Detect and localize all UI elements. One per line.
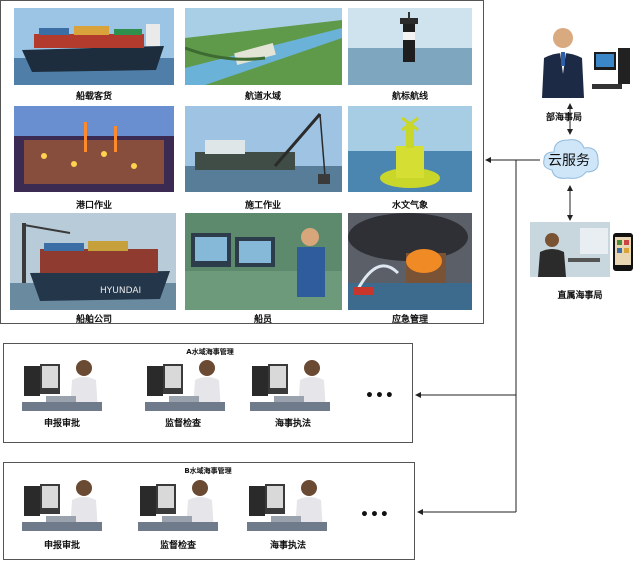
svg-text:HYUNDAI: HYUNDAI: [100, 286, 141, 296]
operator-headset-icon: [247, 476, 327, 531]
waterway-aerial-photo-icon: [185, 8, 342, 85]
businessman-computer-icon: [530, 22, 634, 98]
operator-headset-icon: [22, 356, 102, 411]
phone-device: [612, 232, 634, 272]
area-a-caption-3: 海事执法: [274, 419, 311, 429]
port-night-photo-icon: [14, 106, 174, 192]
caption-shipping-company: 船舶公司: [75, 315, 112, 325]
office-worker-photo-icon: [530, 222, 610, 277]
area-b-caption-2: 监督检查: [159, 541, 196, 551]
caption-port: 港口作业: [75, 201, 112, 211]
tile-navigation-mark: [348, 8, 472, 85]
dredging-barge-photo-icon: [185, 106, 342, 192]
direct-figure: [530, 222, 610, 277]
tile-hydrology: [348, 106, 472, 192]
caption-hydrology: 水文气象: [391, 201, 428, 211]
ministry-label: 部海事局: [545, 113, 582, 123]
caption-emergency: 应急管理: [391, 315, 428, 325]
tile-crew: [185, 213, 342, 310]
area-a-worker-1: [22, 356, 102, 411]
area-a-caption-2: 监督检查: [164, 419, 201, 429]
lighthouse-buoy-photo-icon: [348, 8, 472, 85]
area-b-title: B水域海事管理: [184, 467, 232, 475]
control-room-photo-icon: [185, 213, 342, 310]
direct-label: 直属海事局: [557, 291, 603, 301]
area-b-caption-1: 申报审批: [43, 541, 80, 551]
ministry-figure: [530, 22, 634, 98]
caption-crew: 船员: [253, 315, 272, 325]
operator-headset-icon: [22, 476, 102, 531]
operator-headset-icon: [138, 476, 218, 531]
tile-port-operation: [14, 106, 174, 192]
container-ship-photo-icon: [14, 8, 174, 85]
area-b-worker-3: [247, 476, 327, 531]
area-a-more: •••: [365, 388, 395, 404]
area-a-caption-1: 申报审批: [43, 419, 80, 429]
area-b-worker-2: [138, 476, 218, 531]
fire-rescue-photo-icon: [348, 213, 472, 310]
tile-waterway: [185, 8, 342, 85]
area-b-caption-3: 海事执法: [269, 541, 306, 551]
operator-headset-icon: [145, 356, 225, 411]
cloud-shape: [540, 134, 602, 184]
area-a-worker-2: [145, 356, 225, 411]
area-b-worker-1: [22, 476, 102, 531]
cloud-label: 云服务: [548, 153, 590, 169]
tile-emergency: [348, 213, 472, 310]
caption-navigation: 航标航线: [391, 92, 428, 102]
caption-waterway: 航道水域: [244, 92, 281, 102]
operator-headset-icon: [250, 356, 330, 411]
hydrology-buoy-photo-icon: [348, 106, 472, 192]
area-a-worker-3: [250, 356, 330, 411]
caption-construction: 施工作业: [244, 201, 281, 211]
tile-shipping-company: HYUNDAI: [10, 213, 176, 310]
area-a-title: A水域海事管理: [186, 348, 234, 356]
tile-construction: [185, 106, 342, 192]
cloud-icon: [543, 139, 599, 179]
tile-cargo-ship: [14, 8, 174, 85]
area-b-more: •••: [360, 507, 390, 523]
smartphone-icon: [613, 233, 633, 271]
caption-cargo: 船载客货: [75, 92, 112, 102]
hyundai-ship-photo-icon: HYUNDAI: [10, 213, 176, 310]
